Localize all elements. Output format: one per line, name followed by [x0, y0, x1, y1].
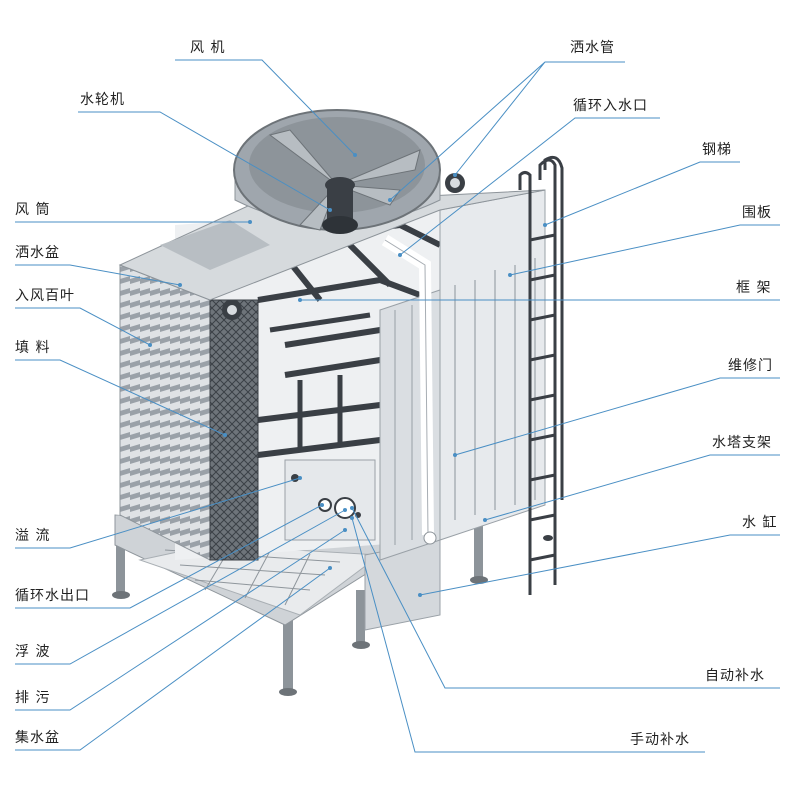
- leader-sprinkler-pipe: [389, 61, 625, 201]
- label-basin: 集水盆: [15, 729, 60, 746]
- label-louver: 入风百叶: [15, 288, 75, 304]
- leader-louver: [15, 307, 151, 346]
- label-inlet: 循环入水口: [573, 98, 648, 114]
- leader-manual-makeup: [351, 517, 705, 753]
- label-water-wheel: 水轮机: [80, 92, 125, 108]
- access-door-area: [284, 459, 376, 541]
- leader-overflow: [15, 477, 301, 549]
- label-auto-makeup: 自动补水: [705, 668, 765, 684]
- label-tank: 水 缸: [742, 514, 777, 531]
- top-deck: [118, 189, 546, 301]
- water-tank: [364, 539, 441, 631]
- leader-water-wheel: [78, 111, 331, 211]
- leader-outlet: [15, 504, 323, 609]
- leader-door: [454, 377, 780, 456]
- leader-ladder: [544, 161, 740, 226]
- leader-inlet: [399, 117, 660, 256]
- steel-ladder: [518, 155, 564, 595]
- label-drain: 排 污: [15, 690, 50, 706]
- leader-lines: [15, 59, 780, 753]
- louver-panel: [119, 264, 211, 561]
- leader-sprinkler-basin: [15, 264, 181, 286]
- label-fill: 填 料: [15, 340, 50, 356]
- label-outlet: 循环水出口: [15, 588, 90, 604]
- leader-fill: [15, 359, 226, 436]
- leader-tower-support: [484, 454, 780, 521]
- leader-basin: [15, 567, 331, 751]
- leader-auto-makeup: [351, 507, 780, 689]
- label-sprinkler-basin: 洒水盆: [15, 245, 60, 261]
- label-panel: 围板: [742, 205, 772, 221]
- label-air-duct: 风 筒: [15, 201, 50, 218]
- tower-legs: [112, 515, 488, 696]
- label-tower-support: 水塔支架: [712, 435, 772, 451]
- leader-drain: [15, 529, 346, 711]
- fill-media: [209, 299, 259, 561]
- label-door: 维修门: [728, 358, 773, 374]
- label-overflow: 溢 流: [15, 528, 50, 544]
- tower-illustration: [112, 109, 564, 696]
- label-manual-makeup: 手动补水: [630, 732, 690, 748]
- leader-panel: [509, 224, 780, 276]
- label-ladder: 钢梯: [702, 142, 732, 158]
- label-frame: 框 架: [736, 280, 771, 296]
- label-float: 浮 波: [15, 644, 50, 660]
- leader-fan: [175, 59, 356, 156]
- label-sprinkler-pipe: 洒水管: [570, 40, 615, 56]
- labels: 风 机 洒水管 水轮机 循环入水口 钢梯 风 筒 围板 洒水盆 入风百叶 框 架…: [15, 40, 777, 748]
- label-fan: 风 机: [190, 40, 225, 56]
- leader-tank: [419, 534, 780, 596]
- leader-float: [15, 509, 346, 665]
